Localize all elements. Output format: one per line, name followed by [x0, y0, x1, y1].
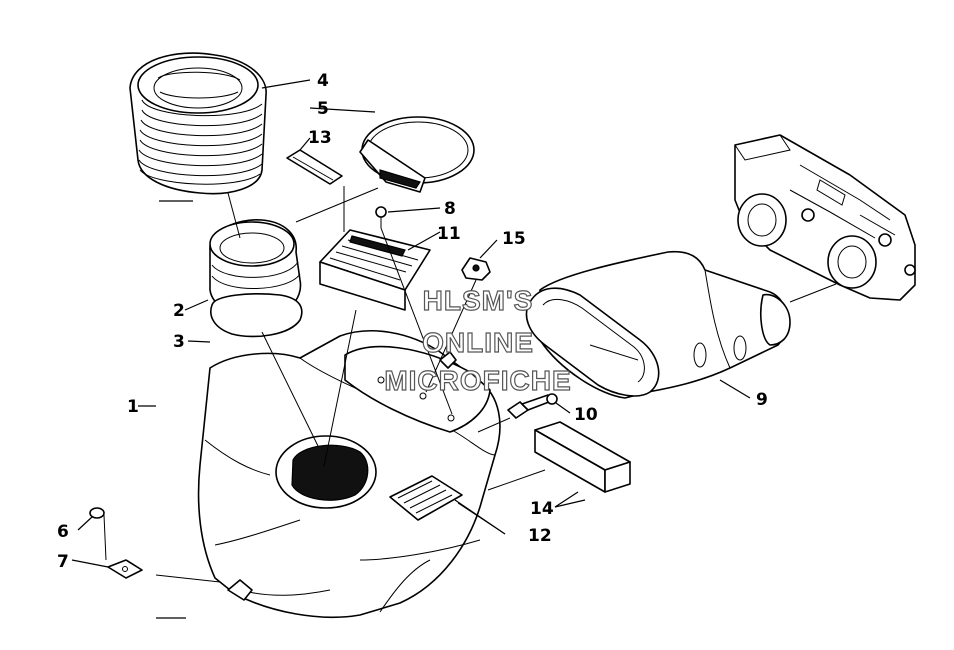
- watermark-line-2: ONLINE: [422, 327, 534, 358]
- watermark: HLSM'S ONLINE MICROFICHE: [384, 284, 572, 396]
- callout-2: 2: [173, 301, 185, 321]
- part-11-filter: [319, 229, 431, 311]
- callout-labels: 1 2 3 4 5 6 7 8 9 10 11 12 13 14 15: [57, 71, 768, 572]
- callout-4: 4: [317, 71, 329, 91]
- callout-3: 3: [173, 332, 185, 352]
- watermark-line-1: HLSM'S: [423, 285, 534, 316]
- part-9-duct: [525, 250, 791, 399]
- part-10-bolt: [507, 393, 558, 419]
- part-4-bellows: [129, 52, 267, 195]
- callout-12: 12: [528, 526, 552, 546]
- callout-15: 15: [502, 229, 526, 249]
- part-6-plug: [89, 507, 105, 519]
- part-15-clip: [461, 257, 491, 281]
- part-13-strip: [286, 149, 343, 185]
- callout-7: 7: [57, 552, 69, 572]
- callout-10: 10: [574, 405, 598, 425]
- callout-13: 13: [308, 128, 332, 148]
- part-3-gasket: [210, 293, 303, 338]
- carburetor-assembly: [734, 134, 916, 301]
- callout-1: 1: [127, 397, 139, 417]
- part-2-adapter: [209, 219, 302, 319]
- callout-9: 9: [756, 390, 768, 410]
- callout-6: 6: [57, 522, 69, 542]
- callout-8: 8: [444, 199, 456, 219]
- watermark-line-3: MICROFICHE: [384, 365, 571, 396]
- callout-14: 14: [530, 499, 554, 519]
- part-8-screw: [375, 206, 387, 228]
- part-5-clamp: [359, 116, 475, 193]
- leader-lines: [71, 79, 837, 583]
- callout-11: 11: [437, 224, 461, 244]
- part-14-foam-block: [534, 421, 631, 493]
- part-1-airbox: [197, 330, 501, 619]
- part-7-bracket: [107, 559, 143, 579]
- callout-5: 5: [317, 99, 329, 119]
